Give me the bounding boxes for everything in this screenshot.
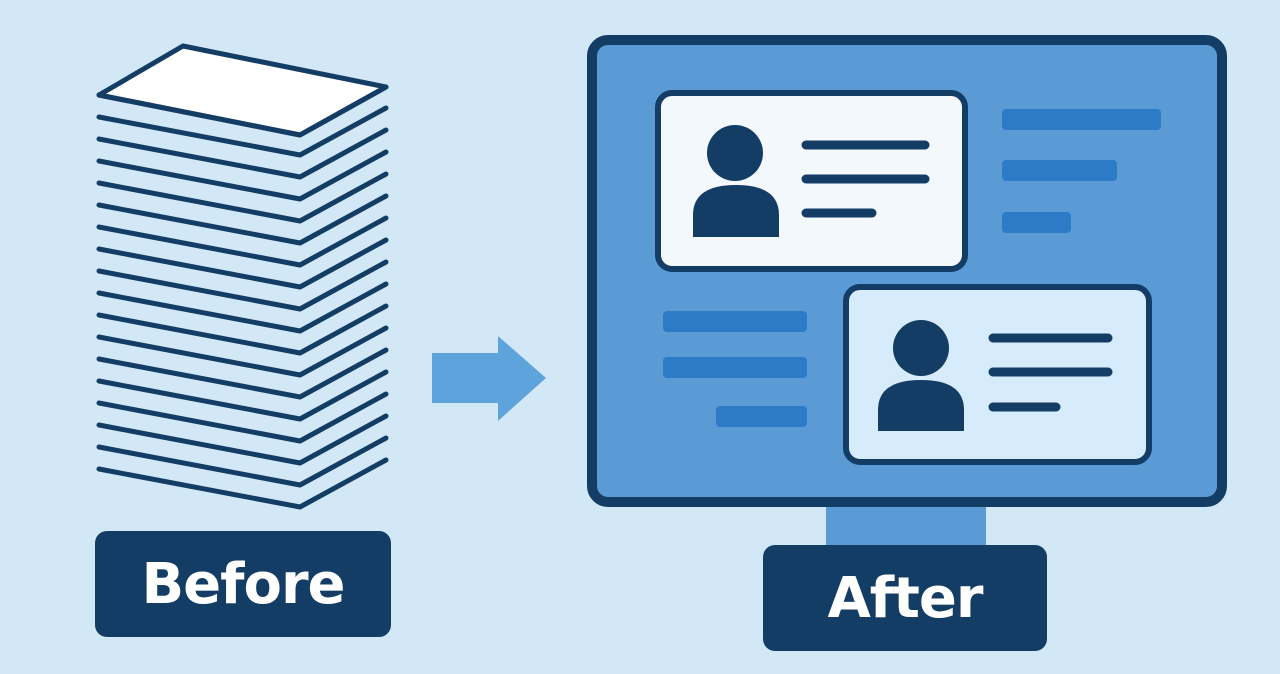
- paper-sheet-edge: [96, 369, 389, 422]
- paper-sheet-edge: [96, 215, 389, 268]
- profile-text-lines: [801, 140, 930, 218]
- paper-sheet-edge: [96, 105, 389, 158]
- paper-sheet-edge: [96, 193, 389, 246]
- profile-text-lines: [988, 333, 1113, 412]
- paper-sheet-edge: [96, 237, 389, 290]
- profile-card-top: [655, 90, 968, 272]
- paper-sheet-edge: [96, 435, 389, 488]
- paper-sheet-edge: [96, 347, 389, 400]
- monitor-stand: [826, 500, 986, 550]
- info-bars-left: [663, 311, 807, 427]
- person-icon: [878, 320, 964, 431]
- before-label: Before: [95, 531, 391, 637]
- after-label-text: After: [827, 565, 983, 631]
- paper-sheet-edge: [96, 391, 389, 444]
- paper-sheet-edge: [96, 413, 389, 466]
- person-icon: [693, 125, 779, 237]
- after-label: After: [763, 545, 1047, 651]
- paper-sheet-edge: [96, 84, 389, 138]
- paper-sheet-edge: [96, 127, 389, 180]
- paper-sheet-edge: [96, 171, 389, 224]
- monitor-icon: [587, 35, 1227, 550]
- paper-sheet-edge: [96, 325, 389, 378]
- paper-sheet-edge: [96, 457, 389, 510]
- paper-stack-icon: [96, 43, 389, 510]
- paper-sheet-edge: [96, 303, 389, 356]
- info-bars-right: [1002, 109, 1161, 233]
- before-label-text: Before: [141, 551, 345, 617]
- paper-sheet-edge: [96, 149, 389, 202]
- profile-card-bottom: [843, 284, 1152, 465]
- arrow-right-icon: [432, 336, 546, 421]
- paper-sheet-edge: [96, 259, 389, 312]
- paper-sheet-edge: [96, 281, 389, 334]
